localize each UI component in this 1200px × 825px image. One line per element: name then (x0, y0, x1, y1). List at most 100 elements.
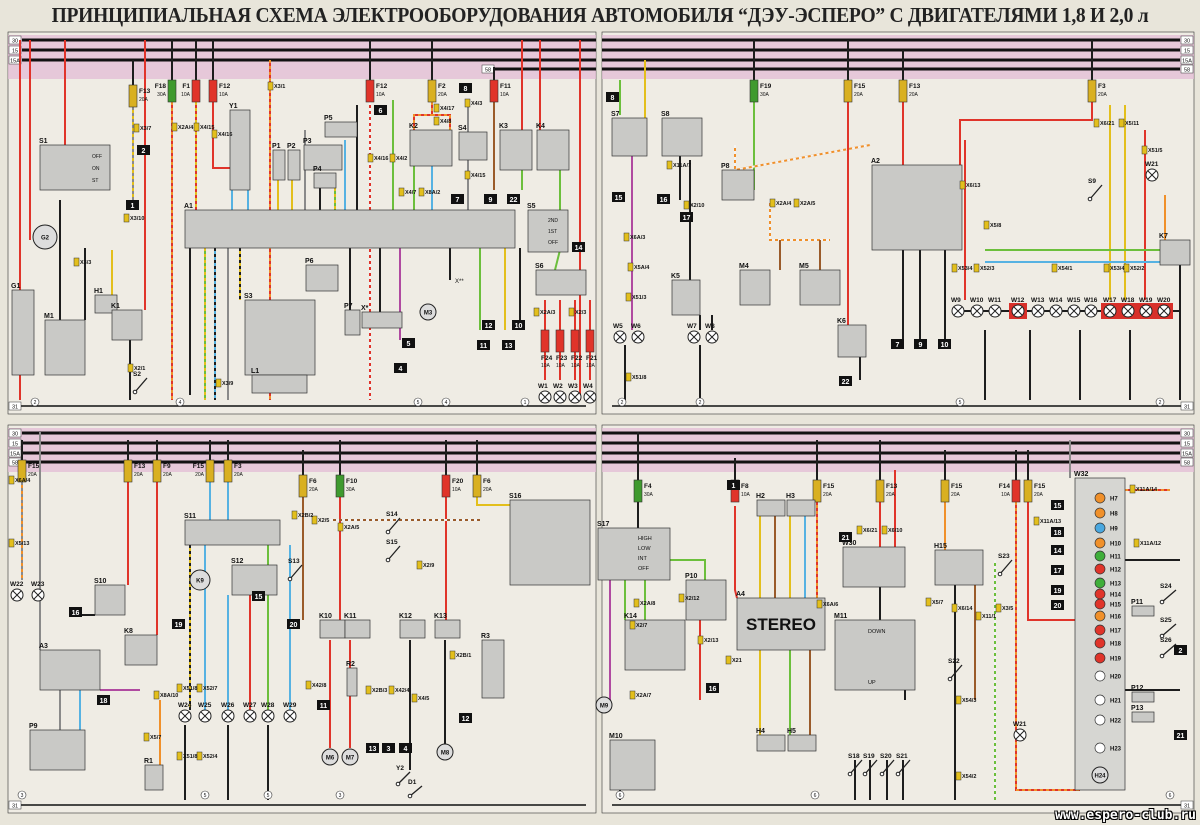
component-body (1091, 766, 1109, 784)
marker-number: 12 (462, 716, 470, 723)
component-body (39, 649, 101, 691)
fuse-rating: 30A (346, 487, 356, 493)
component-id: K11 (344, 613, 357, 620)
component-id: L1 (251, 368, 259, 375)
fuse-f15 (1023, 479, 1033, 503)
connector-pin (464, 170, 471, 180)
ground-number: 1 (524, 400, 527, 406)
lamp-cross (990, 306, 1000, 316)
marker-number: 14 (575, 245, 583, 252)
indicator-lamp-icon (1094, 550, 1106, 562)
component-a3 (39, 649, 101, 691)
fuse-body (17, 459, 27, 483)
fuse-rating: 20A (854, 92, 864, 98)
connector (388, 685, 395, 695)
connector (629, 690, 636, 700)
connector-pin (633, 598, 640, 608)
wire (959, 102, 1093, 165)
lamp-cross (285, 711, 295, 721)
component-id: S11 (184, 513, 196, 520)
connector-label: X11A/7 (673, 163, 691, 169)
component-p11 (1131, 605, 1155, 617)
component-body (303, 144, 343, 171)
connector (398, 187, 405, 197)
component-h5 (787, 734, 817, 752)
lamp-w29 (283, 709, 297, 723)
connector-label: X5A/4 (634, 265, 650, 271)
indicator-lamp-icon (1094, 714, 1106, 726)
connector-pin (769, 198, 776, 208)
component-body (184, 519, 281, 546)
component-id: S8 (661, 111, 670, 118)
fuse-rating: 20A (823, 492, 833, 498)
component-id: M6 (326, 756, 335, 762)
component-body (94, 584, 126, 616)
fuse-id: F6 (309, 478, 317, 485)
marker-number: 5 (407, 341, 411, 348)
connector (925, 597, 932, 607)
bus-label: 30 (1184, 39, 1190, 45)
component-body (1131, 691, 1155, 703)
lamp-id: W27 (243, 702, 257, 709)
connector (951, 603, 958, 613)
reference-marker (137, 145, 150, 155)
fuse-rating: 10A (556, 363, 566, 369)
connector-pin (697, 635, 704, 645)
connector (627, 262, 634, 272)
connector-label: X2/12 (685, 596, 699, 602)
component-id: P10 (685, 573, 698, 580)
component-s23 (997, 559, 1013, 577)
connector-pin (311, 515, 318, 525)
component-id: S5 (527, 203, 536, 210)
reference-marker (402, 338, 415, 348)
connector (629, 620, 636, 630)
component-body (871, 164, 963, 251)
switch-contact (387, 517, 401, 533)
component-body (29, 729, 86, 771)
lamp-id: W5 (613, 323, 623, 330)
lamp-cross (1147, 170, 1157, 180)
switch-contact (849, 759, 863, 775)
component-s9 (1087, 184, 1103, 202)
component-id: M5 (799, 263, 809, 270)
connector-pin (959, 180, 966, 190)
indicator-id: H7 (1110, 497, 1118, 503)
connector-pin (176, 683, 183, 693)
reference-marker (938, 339, 951, 349)
ground-number: 4 (445, 400, 448, 406)
component-h24 (1091, 766, 1109, 784)
connector (1103, 263, 1110, 273)
component-id: S15 (386, 539, 398, 546)
connector-label: X2B/3 (372, 688, 387, 694)
connector-label: X52/7 (203, 686, 217, 692)
marker-number: 8 (464, 86, 468, 93)
fuse-body (1011, 479, 1021, 503)
fuse-rating: 20A (309, 487, 319, 493)
fuse-rating: 10A (741, 492, 751, 498)
component-body (11, 289, 35, 376)
component-id: K9 (196, 579, 204, 585)
fuse-f24 (540, 329, 550, 353)
ground-reference (695, 397, 705, 407)
fuse-body (875, 479, 885, 503)
fuse-rating: 30A (157, 92, 167, 98)
indicator-id: H12 (1110, 568, 1122, 574)
component-h4 (756, 734, 786, 752)
switch-contact (864, 759, 878, 775)
indicator-h12 (1094, 563, 1106, 575)
connector-label: X2A/4 (178, 125, 194, 131)
connector (1141, 145, 1148, 155)
ignition-position: ST (92, 178, 98, 184)
connector-pin (1051, 263, 1058, 273)
connector-label: X2A/3 (540, 310, 555, 316)
reference-marker (914, 339, 927, 349)
connector-label: X52/2 (1130, 266, 1144, 272)
connector-pin (8, 475, 15, 485)
connector-pin (123, 213, 130, 223)
fuse-f14 (1011, 479, 1021, 503)
component-p1 (272, 149, 286, 181)
switch-contact (289, 564, 303, 580)
marker-box (126, 200, 139, 210)
reference-marker (1174, 730, 1187, 740)
